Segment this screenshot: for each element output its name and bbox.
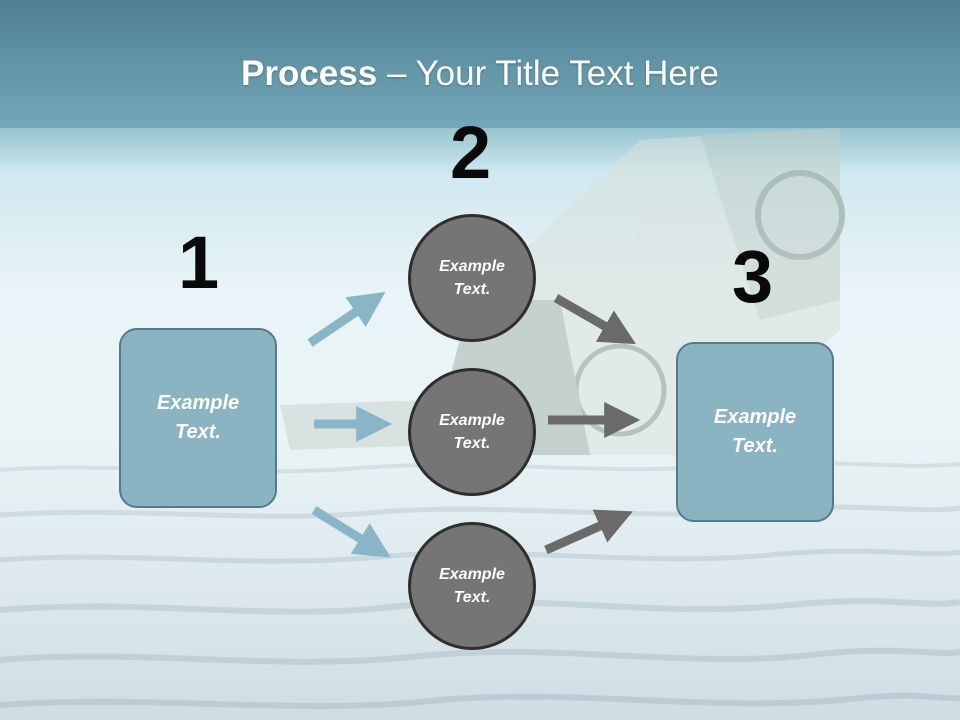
step-2-circle-middle: Example Text. [408, 368, 536, 496]
step-3-label: Example Text. [713, 406, 797, 457]
step-1-label: Example Text. [156, 392, 240, 443]
step-number-2: 2 [450, 111, 492, 194]
arrow-2c-to-3 [544, 509, 633, 555]
step-2-label-middle: Example Text. [439, 412, 505, 452]
step-2-label-bottom: Example Text. [439, 566, 505, 606]
arrow-1-to-2c [311, 506, 391, 558]
step-number-1: 1 [178, 221, 220, 304]
step-1-box: Example Text. [119, 328, 277, 508]
arrow-2a-to-3 [553, 294, 637, 345]
step-2-circle-bottom: Example Text. [408, 522, 536, 650]
step-2-circle-top: Example Text. [408, 214, 536, 342]
arrow-1-to-2a [307, 291, 386, 347]
title-bold: Process [241, 54, 378, 93]
step-2-label-top: Example Text. [439, 258, 505, 298]
slide-title: Process – Your Title Text Here [0, 52, 960, 96]
title-rest: – Your Title Text Here [377, 54, 719, 93]
step-number-3: 3 [732, 235, 774, 318]
step-3-box: Example Text. [676, 342, 834, 522]
header-band [0, 0, 960, 128]
